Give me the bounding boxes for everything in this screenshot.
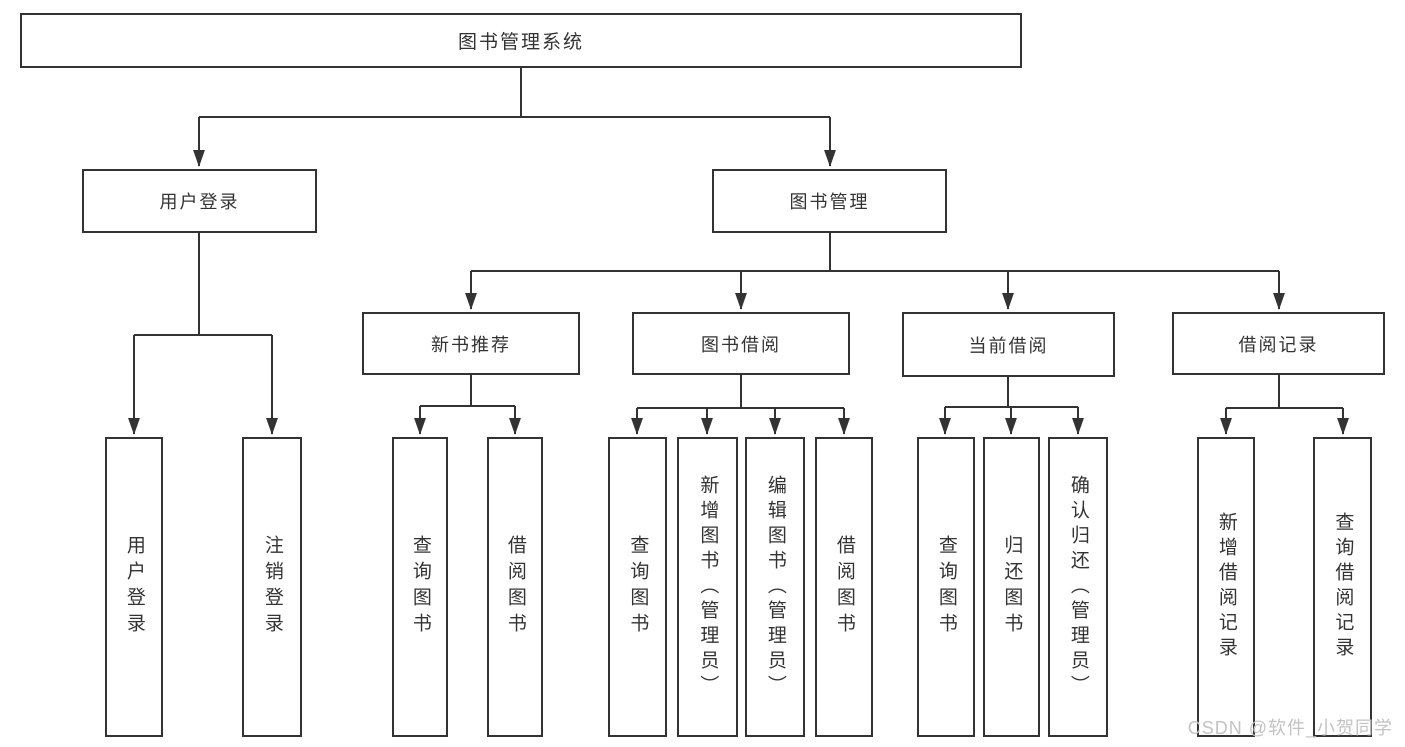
node-label: 查询图书 (409, 535, 431, 639)
node-label: 图书管理系统 (457, 32, 584, 53)
leaf-edit-books-admin: 编辑图书（管理员） (745, 437, 805, 737)
node-label: 借阅记录 (1238, 334, 1319, 355)
node-current-borrowing: 当前借阅 (902, 312, 1115, 377)
leaf-logout: 注销登录 (242, 437, 302, 737)
leaf-query-books-current: 查询图书 (917, 437, 975, 737)
node-label: 用户登录 (159, 192, 240, 212)
node-label: 查询图书 (935, 535, 957, 639)
leaf-user-login: 用户登录 (105, 437, 163, 737)
node-book-management: 图书管理 (712, 169, 947, 233)
node-label: 查询借阅记录 (1332, 512, 1354, 662)
leaf-borrow-books-recommend: 借阅图书 (487, 437, 543, 737)
node-label: 新增借阅记录 (1215, 512, 1237, 662)
node-new-book-recommend: 新书推荐 (362, 312, 580, 375)
node-book-borrowing: 图书借阅 (632, 312, 850, 375)
leaf-query-books-recommend: 查询图书 (392, 437, 448, 737)
node-label: 注销登录 (261, 535, 283, 639)
node-label: 当前借阅 (968, 335, 1049, 356)
leaf-query-books-borrowing: 查询图书 (608, 437, 667, 737)
node-label: 图书借阅 (701, 334, 781, 355)
node-label: 用户登录 (123, 535, 145, 639)
node-label: 图书管理 (789, 192, 870, 212)
leaf-query-borrow-record: 查询借阅记录 (1313, 437, 1372, 737)
leaf-borrow-books-borrowing: 借阅图书 (815, 437, 873, 737)
node-label: 借阅图书 (504, 535, 526, 639)
node-label: 确认归还（管理员） (1067, 474, 1089, 700)
node-label: 借阅图书 (833, 535, 855, 639)
node-library-management-system: 图书管理系统 (20, 13, 1022, 68)
node-label: 编辑图书（管理员） (764, 474, 786, 700)
leaf-add-borrow-record: 新增借阅记录 (1197, 437, 1255, 737)
node-user-login: 用户登录 (82, 169, 317, 233)
node-label: 新书推荐 (431, 334, 511, 355)
node-borrowing-records: 借阅记录 (1172, 312, 1385, 375)
node-label: 新增图书（管理员） (697, 474, 719, 700)
leaf-return-books: 归还图书 (983, 437, 1040, 737)
leaf-add-books-admin: 新增图书（管理员） (677, 437, 738, 737)
node-label: 查询图书 (627, 535, 649, 639)
leaf-confirm-return-admin: 确认归还（管理员） (1048, 437, 1108, 737)
watermark-text: CSDN @软件_小贺同学 (1187, 718, 1393, 738)
node-label: 归还图书 (1001, 535, 1023, 639)
